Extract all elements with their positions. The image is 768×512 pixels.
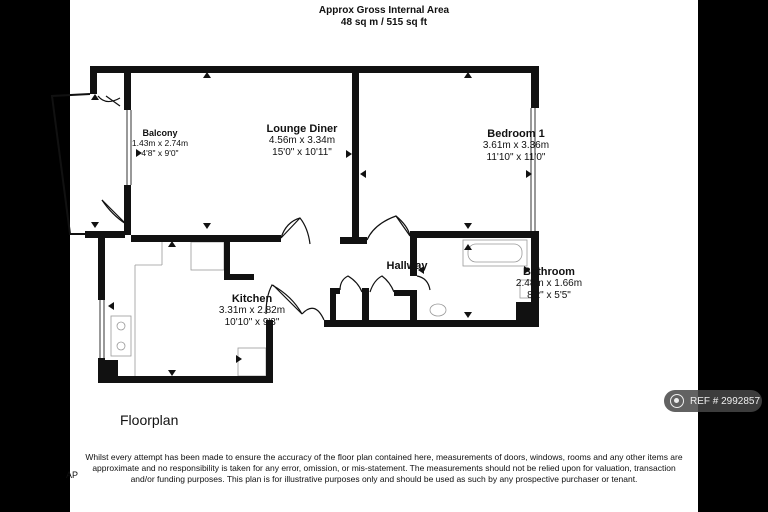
floor-plan-drawing [50, 66, 539, 383]
sink-bowl-icon [116, 321, 126, 331]
dimension-markers [91, 72, 532, 376]
floorplan-sheet: Approx Gross Internal Area 48 sq m / 515… [70, 0, 698, 512]
room-name: Bathroom [523, 266, 575, 278]
arrow-marker [91, 94, 99, 100]
reference-badge[interactable]: REF # 2992857 [664, 390, 762, 412]
arrow-marker [203, 223, 211, 229]
room-metric: 1.43m x 2.74m [131, 138, 189, 148]
area-title: Approx Gross Internal Area [318, 5, 450, 16]
arrow-marker [360, 170, 366, 178]
arrow-marker [464, 223, 472, 229]
room-imperial: 11'10" x 11'0" [486, 152, 546, 163]
walls [85, 66, 539, 383]
windows [99, 108, 536, 358]
room-name: Bedroom 1 [487, 128, 545, 140]
arrow-marker [524, 266, 530, 274]
arrow-marker [418, 266, 424, 274]
room-bedroom-1: Bedroom 1 3.61m x 3.36m 11'10" x 11'0" [466, 128, 566, 164]
floorplan-label: Floorplan [120, 412, 179, 428]
arrow-marker [346, 150, 352, 158]
room-name: Balcony [142, 128, 178, 138]
arrow-marker [203, 72, 211, 78]
room-bathroom: Bathroom 2.48m x 1.66m 8'2" x 5'5" [506, 266, 592, 302]
room-hallway: Hallway [374, 260, 440, 272]
room-imperial: 10'10" x 9'3" [224, 317, 280, 328]
room-balcony: Balcony 1.43m x 2.74m 4'8" x 9'0" [122, 128, 198, 158]
area-header: Approx Gross Internal Area 48 sq m / 515… [70, 5, 698, 29]
camera-icon [670, 394, 684, 408]
room-imperial: 4'8" x 9'0" [141, 148, 179, 158]
sink-icon [429, 303, 447, 317]
room-name: Lounge Diner [266, 123, 338, 135]
area-size: 48 sq m / 515 sq ft [340, 17, 428, 28]
reference-label: REF # 2992857 [690, 395, 761, 407]
fixtures [110, 239, 533, 377]
sink-bowl-icon-2 [116, 341, 126, 351]
room-metric: 3.61m x 3.36m [482, 140, 550, 151]
balcony-outline [50, 93, 91, 235]
room-name: Kitchen [231, 293, 273, 305]
kitchen-sink-fixture [110, 315, 132, 357]
arrow-marker [168, 370, 176, 376]
room-metric: 3.31m x 2.82m [218, 305, 286, 316]
arrow-marker [91, 222, 99, 228]
room-kitchen: Kitchen 3.31m x 2.82m 10'10" x 9'3" [206, 293, 298, 329]
bath-basin-icon [467, 243, 523, 263]
bath-fixture [462, 239, 528, 267]
appliance-fixture-2 [237, 347, 267, 377]
room-imperial: 8'2" x 5'5" [527, 290, 571, 301]
room-lounge-diner: Lounge Diner 4.56m x 3.34m 15'0" x 10'11… [242, 123, 362, 159]
arrow-marker [136, 149, 142, 157]
room-name: Hallway [386, 260, 428, 272]
doors [97, 95, 431, 321]
room-imperial: 15'0" x 10'11" [272, 147, 332, 158]
arrow-marker [236, 355, 242, 363]
arrow-marker [464, 244, 472, 250]
appliance-fixture [190, 241, 225, 271]
arrow-marker [464, 312, 472, 318]
room-metric: 4.56m x 3.34m [268, 135, 336, 146]
arrow-marker [464, 72, 472, 78]
arrow-marker [168, 241, 176, 247]
disclaimer-text: Whilst every attempt has been made to en… [85, 452, 683, 484]
room-metric: 2.48m x 1.66m [515, 278, 583, 289]
arrow-marker [526, 170, 532, 178]
edge-text: AP [66, 470, 79, 480]
arrow-marker [108, 302, 114, 310]
